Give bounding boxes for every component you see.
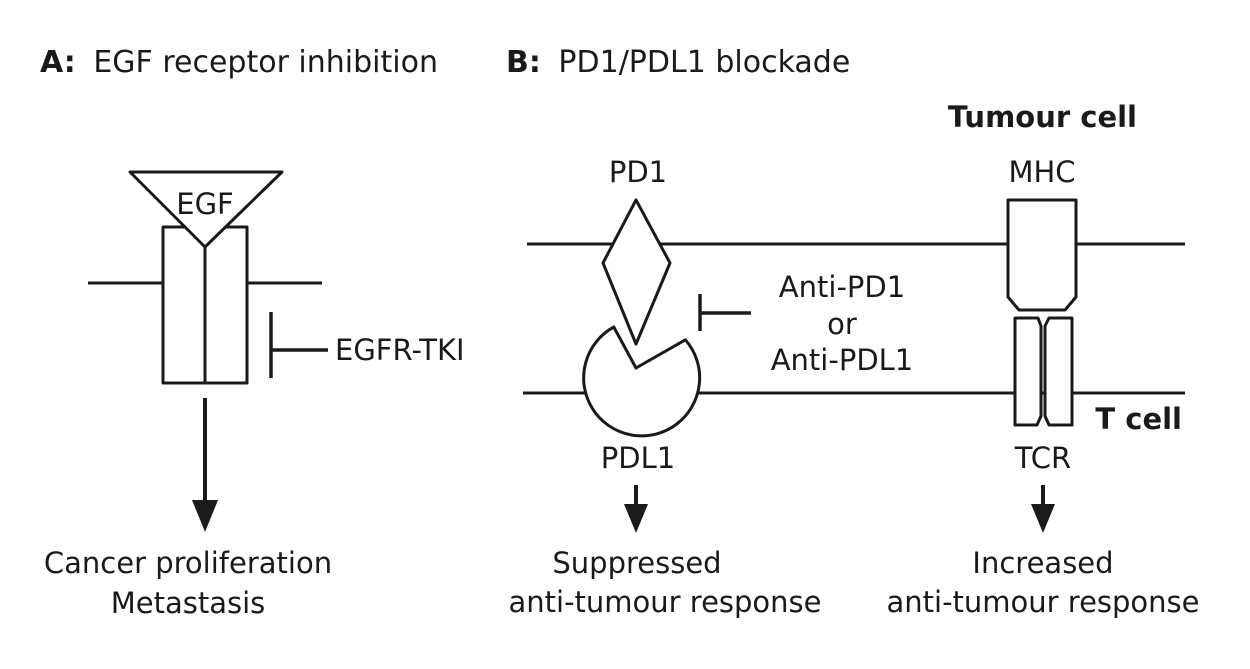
pdl1-label: PDL1 (601, 441, 675, 475)
anti-pd1-label-line2: or (827, 307, 857, 341)
t-cell-label: T cell (1095, 402, 1182, 436)
anti-pd1-label-line3: Anti-PDL1 (771, 343, 914, 377)
tcr-label: TCR (1014, 441, 1071, 475)
panel-a-arrow-head (192, 500, 218, 532)
panel-b-left-arrow-head (624, 504, 648, 533)
right-outcome-line2: anti-tumour response (886, 585, 1199, 619)
right-outcome-line1: Increased (972, 546, 1113, 580)
anti-pd1-label-line1: Anti-PD1 (779, 270, 905, 304)
panel-b-title: B: PD1/PDL1 blockade (506, 45, 850, 80)
egf-ligand (128, 170, 284, 249)
panel-a: A: EGF receptor inhibition EGF EGFR-TKI … (40, 45, 465, 620)
left-outcome-line2: anti-tumour response (508, 585, 821, 619)
pdl1-receptor (582, 325, 702, 438)
panel-a-prefix: A: (40, 45, 76, 80)
left-outcome-line1: Suppressed (552, 546, 721, 580)
tcr-left-chain (1013, 316, 1043, 427)
pd1-receptor (601, 198, 672, 346)
panel-a-title-text: EGF receptor inhibition (93, 45, 438, 80)
panel-a-outcome-line2: Metastasis (111, 586, 266, 620)
panel-a-title: A: EGF receptor inhibition (40, 45, 438, 80)
mhc-label: MHC (1008, 155, 1075, 189)
mhc-molecule (1006, 198, 1078, 312)
tcr-right-chain (1043, 316, 1074, 427)
egfr-tki-label: EGFR-TKI (335, 333, 465, 367)
panel-a-outcome-line1: Cancer proliferation (44, 546, 332, 580)
pd1-label: PD1 (609, 155, 667, 189)
panel-b-title-text: PD1/PDL1 blockade (558, 45, 850, 80)
panel-b-right-arrow-head (1031, 504, 1055, 533)
egf-ligand-label: EGF (176, 187, 233, 221)
tumour-cell-label: Tumour cell (948, 100, 1137, 134)
panel-b-prefix: B: (506, 45, 541, 80)
panel-b: B: PD1/PDL1 blockade Tumour cell T cell … (506, 45, 1200, 619)
